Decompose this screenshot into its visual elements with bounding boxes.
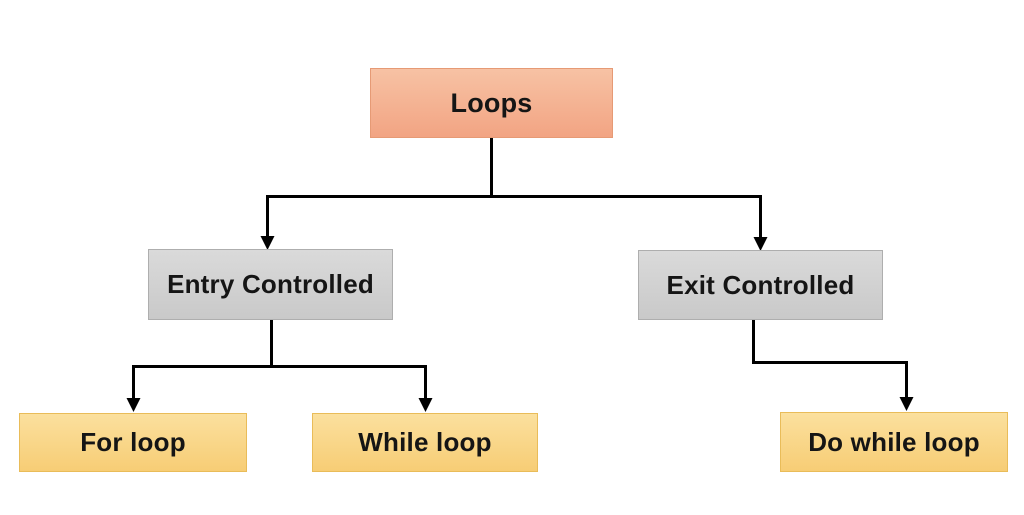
arrowhead-dowhile-icon xyxy=(899,397,914,411)
node-entry-controlled-label: Entry Controlled xyxy=(167,269,374,299)
node-exit-controlled-label: Exit Controlled xyxy=(666,269,855,300)
node-entry-controlled: Entry Controlled xyxy=(148,249,393,320)
node-while-loop-label: While loop xyxy=(358,427,492,457)
connector-entry-to-children xyxy=(132,365,427,399)
node-for-loop-label: For loop xyxy=(80,427,186,457)
arrowhead-entry-icon xyxy=(260,236,275,250)
connector-exit-to-dowhile xyxy=(752,320,908,397)
node-do-while-loop-label: Do while loop xyxy=(808,426,980,457)
node-for-loop: For loop xyxy=(19,413,247,472)
connector-root-to-children xyxy=(266,195,762,238)
node-loops: Loops xyxy=(370,68,613,138)
node-exit-controlled: Exit Controlled xyxy=(638,250,883,320)
arrowhead-while-icon xyxy=(418,398,433,412)
node-do-while-loop: Do while loop xyxy=(780,412,1008,472)
arrowhead-for-icon xyxy=(126,398,141,412)
node-while-loop: While loop xyxy=(312,413,538,472)
node-loops-label: Loops xyxy=(450,87,533,118)
arrowhead-exit-icon xyxy=(753,237,768,251)
